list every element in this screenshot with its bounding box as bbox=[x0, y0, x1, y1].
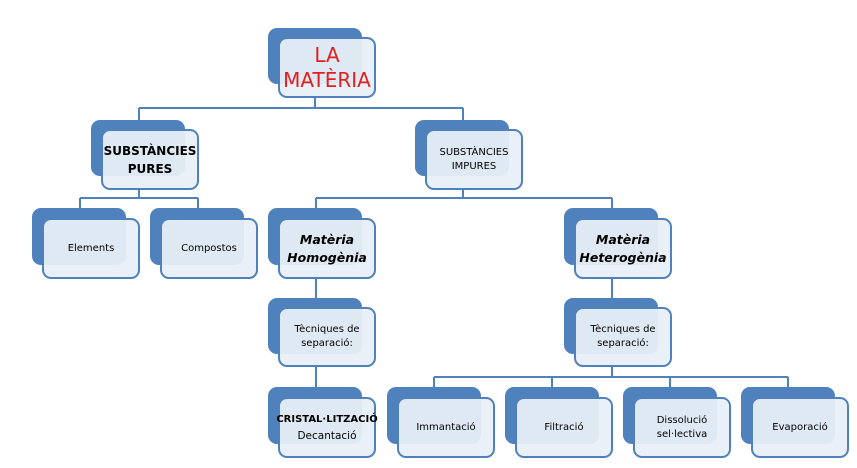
node-label: separació: bbox=[597, 338, 649, 349]
node-tecniques-separacio-homogenia: Tècniques de separació: bbox=[268, 298, 376, 367]
node-label: Matèria bbox=[595, 231, 651, 247]
node-tecniques-separacio-heterogenia: Tècniques de separació: bbox=[564, 298, 672, 367]
node-label: separació: bbox=[301, 338, 353, 349]
node-substancies-impures: SUBSTÀNCIES IMPURES bbox=[415, 120, 523, 190]
node-label: SUBSTÀNCIES bbox=[439, 146, 509, 158]
node-label: Elements bbox=[67, 242, 115, 254]
node-title: LA bbox=[314, 42, 340, 67]
node-immantacio: Immantació bbox=[387, 387, 495, 458]
node-label: Matèria bbox=[299, 231, 355, 247]
node-label: SUBSTÀNCIES bbox=[103, 143, 197, 158]
node-label: Evaporació bbox=[772, 421, 828, 433]
node-label: Heterogènia bbox=[579, 249, 667, 265]
node-label: CRISTAL·LITZACIÓ bbox=[276, 413, 378, 425]
node-cristallitzacio-decantacio: CRISTAL·LITZACIÓ Decantació bbox=[268, 387, 378, 458]
node-label: Tècniques de bbox=[590, 324, 656, 335]
node-dissolucio-sellectiva: Dissolució sel·lectiva bbox=[623, 387, 731, 458]
node-label: Dissolució bbox=[656, 414, 708, 426]
node-evaporacio: Evaporació bbox=[741, 387, 849, 458]
node-label: Compostos bbox=[181, 242, 237, 254]
node-label: IMPURES bbox=[451, 160, 497, 172]
connector-impures bbox=[315, 188, 613, 210]
node-la-materia: LA MATÈRIA bbox=[268, 28, 376, 98]
node-label: Homogènia bbox=[287, 249, 367, 265]
node-label: PURES bbox=[127, 161, 173, 176]
node-elements: Elements bbox=[32, 208, 140, 279]
node-compostos: Compostos bbox=[150, 208, 258, 279]
node-label: sel·lectiva bbox=[656, 428, 708, 440]
connector-pures bbox=[79, 188, 199, 210]
connector-tecniques-het bbox=[433, 365, 789, 388]
node-label: Immantació bbox=[416, 421, 476, 433]
node-label: Filtració bbox=[544, 421, 584, 433]
node-materia-homogenia: Matèria Homogènia bbox=[268, 208, 376, 279]
node-label: Tècniques de bbox=[294, 324, 360, 335]
node-substancies-pures: SUBSTÀNCIES PURES bbox=[91, 120, 199, 190]
node-title: MATÈRIA bbox=[283, 67, 371, 92]
node-materia-heterogenia: Matèria Heterogènia bbox=[564, 208, 672, 279]
connector-root bbox=[138, 97, 464, 121]
node-filtracio: Filtració bbox=[505, 387, 613, 458]
node-label: Decantació bbox=[297, 429, 357, 442]
